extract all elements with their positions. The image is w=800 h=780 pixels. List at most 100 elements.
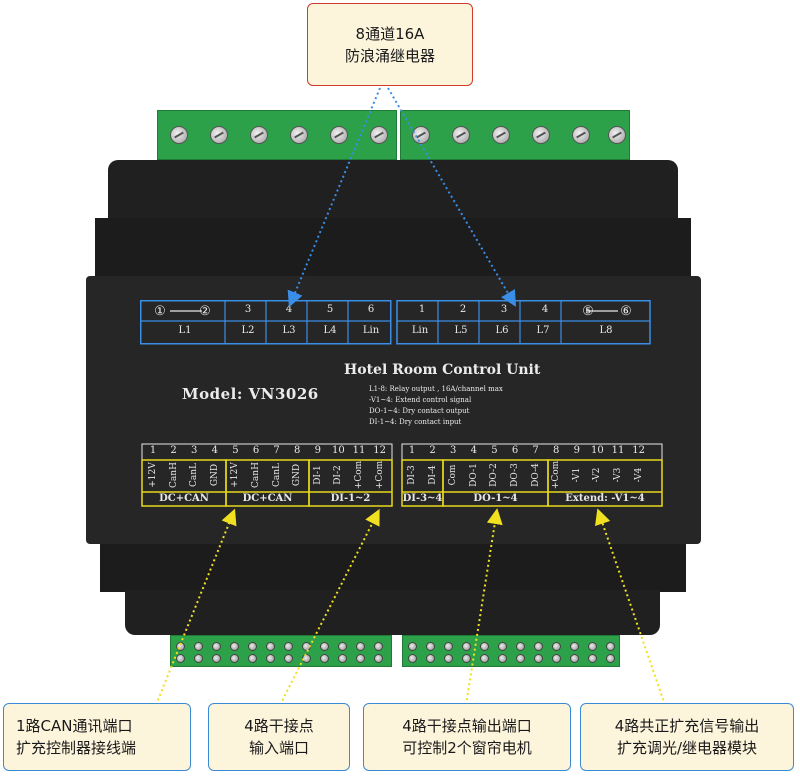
- terminal-pin: [374, 642, 383, 651]
- callout-can: 1路CAN通讯端口 扩充控制器接线端: [3, 703, 191, 771]
- terminal-pin: [588, 642, 597, 651]
- terminal-pin: [248, 654, 257, 663]
- terminal-screw: [210, 126, 228, 144]
- device-upper-housing: [108, 160, 678, 220]
- left-block-group-label: DI-1~2: [330, 493, 371, 504]
- device-mid-housing: [95, 218, 691, 278]
- terminal-pin: [444, 642, 453, 651]
- terminal-pin: [498, 642, 507, 651]
- terminal-screw: [572, 126, 590, 144]
- callout-extend-line2: 扩充调光/继电器模块: [616, 739, 758, 757]
- terminal-pin: [374, 654, 383, 663]
- relay-channel-label: L7: [536, 325, 550, 336]
- relay-channel-number: ⑤: [582, 304, 594, 319]
- relay-channel-number: ①: [154, 304, 166, 319]
- relay-channel-number: 4: [285, 304, 293, 315]
- terminal-pin: [588, 654, 597, 663]
- terminal-pin: [176, 642, 185, 651]
- top-terminal-right: [400, 110, 630, 160]
- terminal-pin: [338, 642, 347, 651]
- terminal-pin: [552, 642, 561, 651]
- relay-channel-number: 5: [326, 304, 334, 315]
- legend-line-2: -V1~4: Extend control signal: [369, 396, 472, 404]
- device-lower-housing: [100, 544, 686, 592]
- terminal-pin: [516, 642, 525, 651]
- terminal-pin: [284, 654, 293, 663]
- terminal-pin: [462, 642, 471, 651]
- terminal-screw: [290, 126, 308, 144]
- right-block-pin-number: 7: [532, 445, 539, 456]
- left-block-pin-number: 4: [211, 445, 218, 456]
- terminal-pin: [498, 654, 507, 663]
- left-block-pin-number: 11: [352, 445, 366, 456]
- relay-channel-label: L8: [599, 325, 613, 336]
- terminal-screw: [532, 126, 550, 144]
- callout-extend-line1: 4路共正扩充信号输出: [614, 717, 760, 735]
- right-block-pin-number: 9: [573, 445, 580, 456]
- relay-channel-label: L2: [241, 325, 255, 336]
- right-block-pin-number: 11: [611, 445, 625, 456]
- right-block-group-label: DI-3~4: [402, 493, 443, 504]
- top-terminal-left: [157, 110, 397, 160]
- relay-channel-label: L6: [495, 325, 509, 336]
- terminal-screw: [492, 126, 510, 144]
- terminal-pin: [320, 642, 329, 651]
- terminal-pin: [194, 642, 203, 651]
- terminal-pin: [552, 654, 561, 663]
- right-block-pin-number: 8: [553, 445, 560, 456]
- left-block-pin-number: 5: [232, 445, 239, 456]
- terminal-screw: [412, 126, 430, 144]
- relay-callout-line1: 8通道16A: [355, 24, 425, 43]
- left-block-pin-number: 3: [191, 445, 198, 456]
- left-block-group-label: DC+CAN: [159, 493, 209, 504]
- terminal-screw: [170, 126, 188, 144]
- terminal-pin: [356, 642, 365, 651]
- relay-callout: 8通道16A 防浪涌继电器: [307, 3, 473, 86]
- terminal-pin: [462, 654, 471, 663]
- terminal-pin: [534, 654, 543, 663]
- relay-channel-number: 1: [418, 304, 426, 315]
- terminal-pin: [426, 654, 435, 663]
- terminal-pin: [266, 642, 275, 651]
- right-block-pin-number: 12: [632, 445, 645, 456]
- callout-do-line1: 4路干接点输出端口: [402, 717, 532, 735]
- relay-channel-number: ⑥: [620, 304, 632, 319]
- terminal-pin: [284, 642, 293, 651]
- terminal-pin: [230, 642, 239, 651]
- relay-channel-number: 3: [244, 304, 252, 315]
- relay-channel-number: ②: [199, 304, 211, 319]
- terminal-pin: [444, 654, 453, 663]
- terminal-pin: [230, 654, 239, 663]
- relay-channel-number: 4: [541, 304, 549, 315]
- terminal-pin: [426, 642, 435, 651]
- right-block-group-label: DO-1~4: [473, 493, 518, 504]
- relay-channel-number: 2: [459, 304, 467, 315]
- terminal-pin: [338, 654, 347, 663]
- terminal-pin: [408, 654, 417, 663]
- left-block-pin-number: 10: [332, 445, 345, 456]
- relay-channel-label: L1: [178, 325, 192, 336]
- terminal-pin: [212, 654, 221, 663]
- terminal-pin: [356, 654, 365, 663]
- bottom-terminal-right: [402, 635, 620, 667]
- unit-title: Hotel Room Control Unit: [344, 362, 541, 378]
- model-label: Model: VN3026: [182, 385, 319, 403]
- relay-channel-label: L5: [454, 325, 468, 336]
- terminal-pin: [570, 642, 579, 651]
- left-block-pin-number: 1: [149, 445, 157, 456]
- right-block-pin-number: 6: [511, 445, 519, 456]
- left-block-group-label: DC+CAN: [242, 493, 293, 504]
- callout-can-line1: 1路CAN通讯端口: [16, 717, 133, 735]
- terminal-pin: [570, 654, 579, 663]
- left-block-pin-number: 12: [373, 445, 386, 456]
- terminal-pin: [606, 654, 615, 663]
- relay-channel-number: 6: [367, 304, 375, 315]
- device-bottom-housing: [125, 590, 660, 635]
- relay-channel-label: L4: [323, 325, 337, 336]
- terminal-screw: [250, 126, 268, 144]
- terminal-pin: [194, 654, 203, 663]
- right-block-pin-number: 1: [408, 445, 416, 456]
- right-block-pin-number: 4: [470, 445, 477, 456]
- relay-channel-label: L3: [282, 325, 296, 336]
